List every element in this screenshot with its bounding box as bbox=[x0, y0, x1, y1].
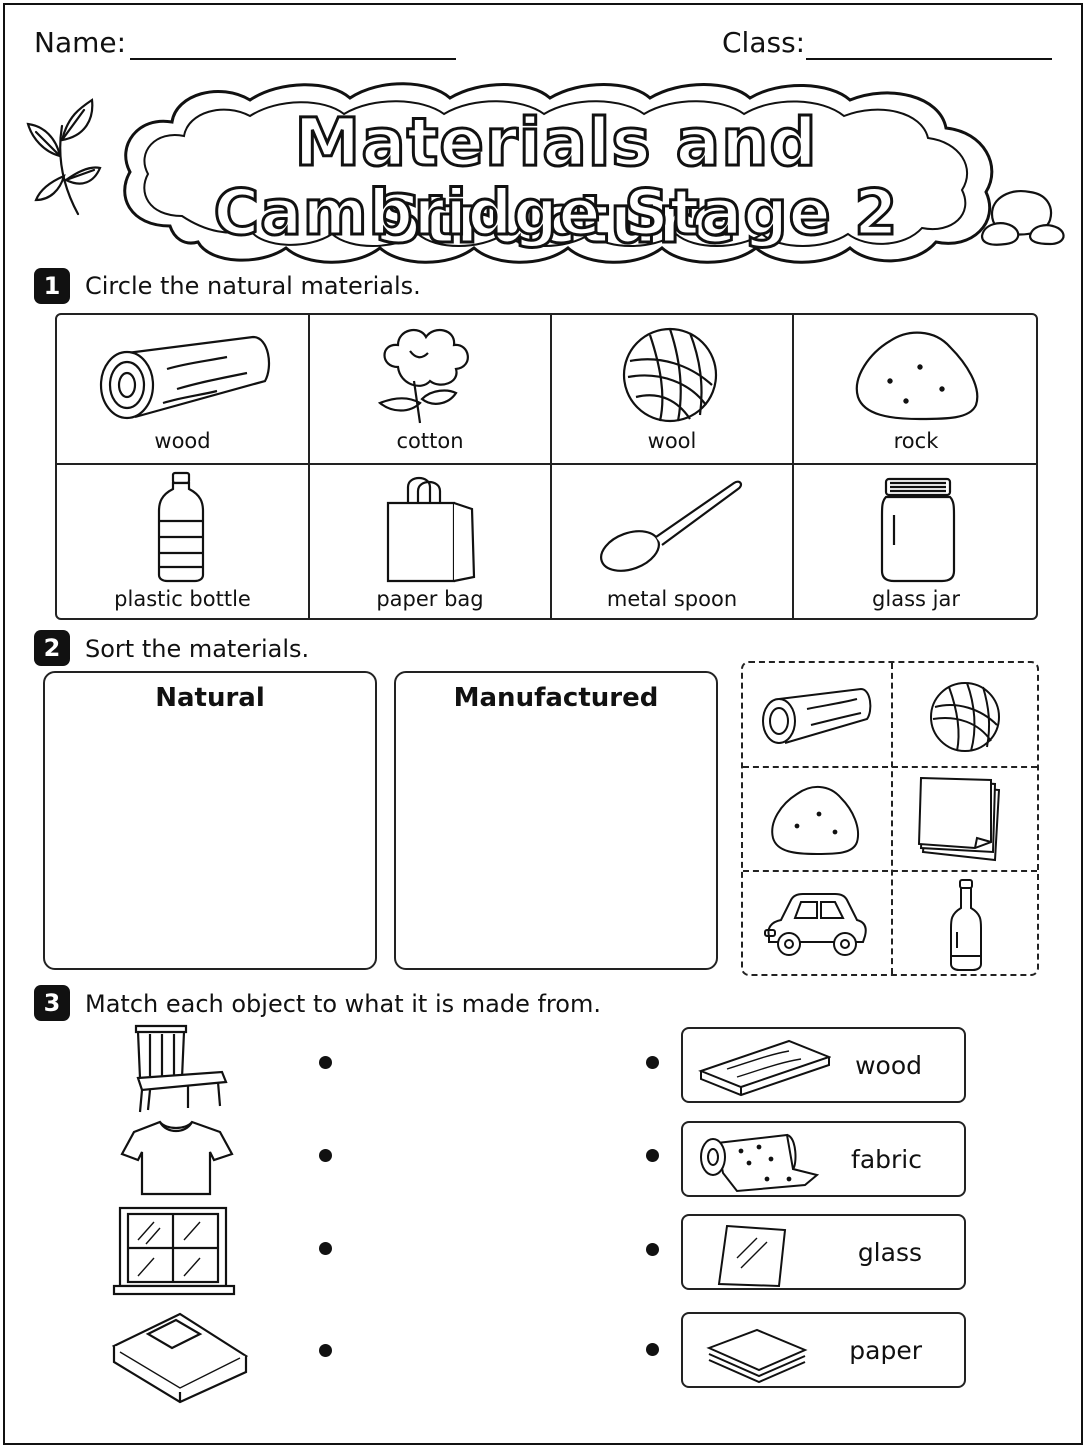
cut-line bbox=[743, 870, 1037, 872]
grid-item-label: cotton bbox=[396, 429, 464, 453]
grid-item-glass-jar[interactable]: glass jar bbox=[794, 465, 1038, 618]
match-dot-right[interactable] bbox=[646, 1343, 659, 1356]
grid-item-label: wood bbox=[154, 429, 211, 453]
grid-item-label: plastic bottle bbox=[114, 587, 251, 611]
material-label: glass bbox=[857, 1238, 922, 1267]
glass-jar-icon bbox=[880, 477, 956, 583]
grid-item-plastic-bottle[interactable]: plastic bottle bbox=[57, 465, 310, 618]
worksheet-page bbox=[3, 3, 1083, 1445]
match-dot-right[interactable] bbox=[646, 1149, 659, 1162]
section-1-instruction: Circle the natural materials. bbox=[85, 272, 421, 300]
class-label: Class: bbox=[722, 26, 806, 59]
yarn-ball-icon bbox=[622, 327, 718, 423]
section-3-instruction: Match each object to what it is made fro… bbox=[85, 990, 601, 1018]
window-icon[interactable] bbox=[110, 1204, 238, 1298]
manufactured-sort-box[interactable]: Manufactured bbox=[394, 671, 718, 970]
grid-item-label: metal spoon bbox=[606, 587, 738, 611]
section-1-number: 1 bbox=[34, 268, 70, 304]
material-label: wood bbox=[855, 1051, 922, 1080]
grid-item-metal-spoon[interactable]: metal spoon bbox=[552, 465, 794, 618]
grid-item-cotton[interactable]: cotton bbox=[310, 315, 552, 465]
grid-item-wool[interactable]: wool bbox=[552, 315, 794, 465]
natural-materials-grid: wood cotton wool rock plastic bottle bbox=[55, 313, 1038, 620]
section-2-number: 2 bbox=[34, 630, 70, 666]
name-label: Name: bbox=[34, 26, 127, 59]
match-dot-right[interactable] bbox=[646, 1243, 659, 1256]
toy-car-icon bbox=[764, 893, 867, 956]
match-dot-left[interactable] bbox=[319, 1242, 332, 1255]
cut-line bbox=[891, 663, 893, 974]
manufactured-heading: Manufactured bbox=[453, 683, 659, 713]
cloud-shape bbox=[123, 82, 994, 264]
title-line-2: Cambridge Stage 2 bbox=[212, 175, 899, 251]
material-box-fabric[interactable]: fabric bbox=[681, 1121, 966, 1197]
name-line[interactable] bbox=[130, 58, 456, 60]
spoon-icon bbox=[600, 480, 743, 572]
material-box-glass[interactable]: glass bbox=[681, 1214, 966, 1290]
rock-icon bbox=[855, 331, 979, 421]
paper-sheets-icon bbox=[706, 1328, 808, 1384]
grid-item-paper-bag[interactable]: paper bag bbox=[310, 465, 552, 618]
glass-bottle-icon bbox=[950, 879, 982, 971]
leaf-sprig-icon bbox=[26, 98, 102, 216]
tshirt-icon[interactable] bbox=[120, 1118, 234, 1198]
material-label: fabric bbox=[851, 1145, 922, 1174]
natural-sort-box[interactable]: Natural bbox=[43, 671, 377, 970]
paper-stack-icon bbox=[917, 776, 1001, 862]
cut-line bbox=[743, 766, 1037, 768]
cutout-wool[interactable] bbox=[891, 663, 1039, 766]
grid-item-rock[interactable]: rock bbox=[794, 315, 1038, 465]
natural-heading: Natural bbox=[155, 683, 265, 713]
grid-item-label: paper bag bbox=[376, 587, 484, 611]
cutout-car[interactable] bbox=[743, 870, 891, 974]
title-banner: Materials and Structure Cambridge Stage … bbox=[110, 76, 1002, 266]
class-line[interactable] bbox=[806, 58, 1052, 60]
glass-pane-icon bbox=[717, 1224, 787, 1288]
material-box-wood[interactable]: wood bbox=[681, 1027, 966, 1103]
cutout-paper[interactable] bbox=[891, 766, 1039, 870]
cutout-glass[interactable] bbox=[891, 870, 1039, 974]
log-icon bbox=[762, 687, 872, 744]
book-icon[interactable] bbox=[110, 1312, 250, 1404]
chair-icon[interactable] bbox=[126, 1022, 228, 1114]
rock-icon bbox=[771, 786, 859, 856]
section-3-number: 3 bbox=[34, 985, 70, 1021]
wood-plank-icon bbox=[698, 1039, 831, 1097]
cutout-wood[interactable] bbox=[743, 663, 891, 766]
grid-item-label: wool bbox=[647, 429, 697, 453]
match-dot-right[interactable] bbox=[646, 1056, 659, 1069]
cotton-plant-icon bbox=[377, 328, 469, 424]
title-line-1: Materials and Structure bbox=[293, 103, 818, 260]
plastic-bottle-icon bbox=[157, 471, 205, 583]
match-dot-left[interactable] bbox=[319, 1149, 332, 1162]
yarn-ball-icon bbox=[930, 682, 1000, 752]
paper-bag-icon bbox=[386, 476, 476, 583]
material-box-paper[interactable]: paper bbox=[681, 1312, 966, 1388]
section-2-instruction: Sort the materials. bbox=[85, 635, 310, 663]
grid-item-label: rock bbox=[893, 429, 939, 453]
material-label: paper bbox=[849, 1336, 922, 1365]
match-dot-left[interactable] bbox=[319, 1344, 332, 1357]
fabric-roll-icon bbox=[700, 1133, 820, 1193]
match-dot-left[interactable] bbox=[319, 1056, 332, 1069]
grid-item-wood[interactable]: wood bbox=[57, 315, 310, 465]
cutout-grid bbox=[741, 661, 1039, 976]
cutout-rock[interactable] bbox=[743, 766, 891, 870]
pebbles-icon bbox=[980, 190, 1065, 246]
log-icon bbox=[99, 335, 271, 420]
grid-item-label: glass jar bbox=[872, 587, 960, 611]
